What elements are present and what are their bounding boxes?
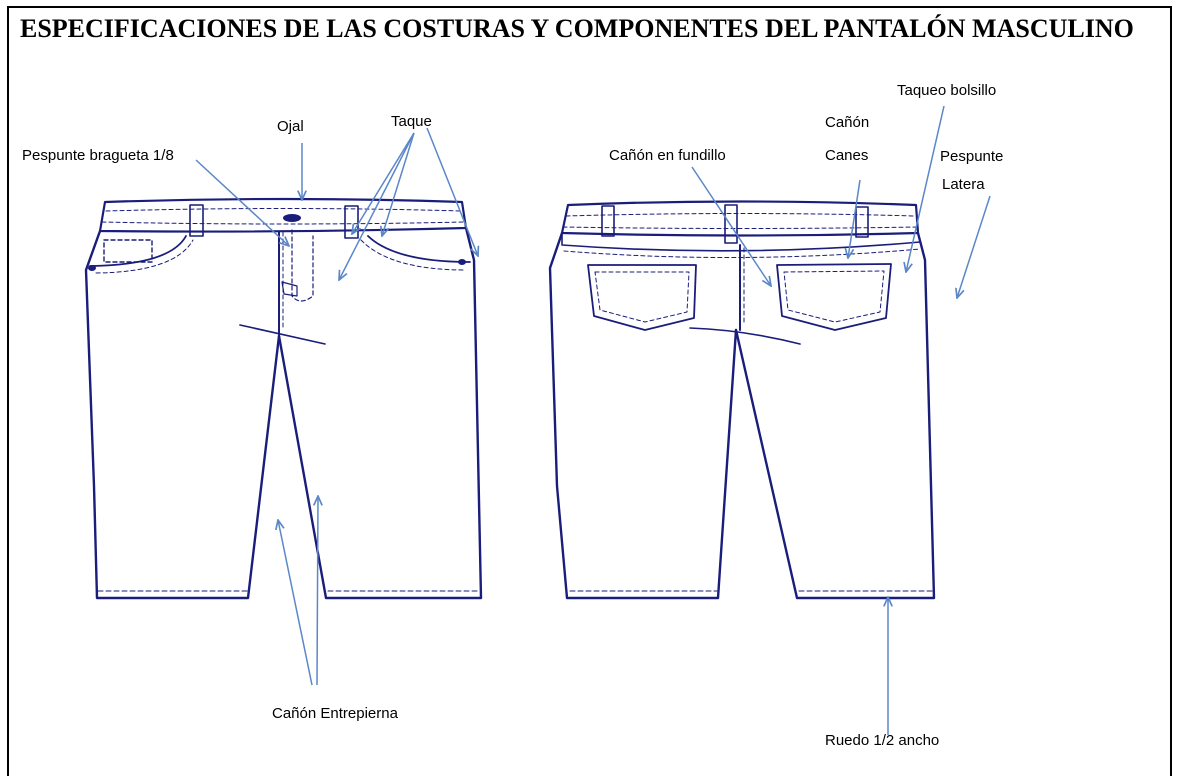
arrow-taque-3 [352,132,415,234]
front-belt-loop-right [344,205,359,239]
label-pespunte: Pespunte [940,148,1004,165]
back-belt-loop-center [724,204,738,244]
back-right-leg [734,231,936,600]
pointer-arrows [195,105,991,735]
arrow-canon-entrepierna-1 [278,520,313,686]
front-right-pocket [367,235,471,263]
figure-frame [7,6,1172,776]
front-left-leg [84,229,281,600]
back-view [548,200,936,600]
label-taque: Taque [391,113,432,130]
arrow-taque-2 [339,132,415,280]
back-belt-loop-right [855,206,869,238]
arrow-canon-fundillo [691,166,771,286]
arrow-pespunte-latera [957,195,991,298]
back-pocket-left [587,264,697,331]
front-view [84,197,483,600]
front-waistband [98,197,468,233]
arrow-taqueo-bolsillo [906,105,945,272]
front-coin-pocket [103,239,153,263]
arrow-taque-1 [382,132,415,236]
arrow-taque-4 [426,127,478,256]
arrow-pespunte-bragueta [195,159,289,246]
label-pespunte-bragueta: Pespunte bragueta 1/8 [22,147,174,164]
button-icon [283,214,301,222]
arrow-canon-canes [848,179,861,258]
front-right-leg [277,226,483,600]
label-latera: Latera [942,176,985,193]
label-canon-fundillo: Cañón en fundillo [609,147,726,164]
label-ruedo: Ruedo 1/2 ancho [825,732,940,749]
back-left-leg [548,231,738,600]
back-yoke [561,232,921,252]
back-pocket-right [776,263,892,331]
label-canon: Cañón [825,114,870,131]
label-canes: Canes [825,147,869,164]
label-ojal: Ojal [277,118,304,135]
arrow-canon-entrepierna-2 [317,496,318,686]
figure-title: ESPECIFICACIONES DE LAS COSTURAS Y COMPO… [20,14,1134,43]
label-taqueo-bolsillo: Taqueo bolsillo [897,82,997,99]
label-canon-entrepierna: Cañón Entrepierna [272,705,398,722]
back-belt-loop-left [601,205,615,237]
front-belt-loop-left [189,204,204,237]
